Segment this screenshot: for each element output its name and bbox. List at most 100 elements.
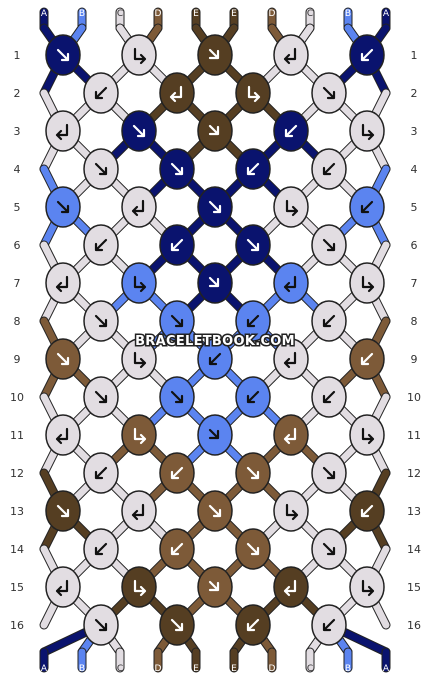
knot: [235, 72, 271, 114]
knot: [273, 566, 309, 608]
strand-label-top: D: [269, 9, 276, 19]
row-label-right: 7: [411, 277, 418, 290]
knot-arrow-icon: [322, 238, 336, 252]
knot-arrow-icon: [322, 466, 336, 480]
strand-label-bottom: A: [383, 664, 390, 674]
row-label-right: 6: [411, 239, 418, 252]
row-label-right: 10: [407, 391, 421, 404]
knot-arrow-icon: [55, 579, 69, 597]
knot: [197, 110, 233, 152]
knot: [159, 528, 195, 570]
knot-arrow-icon: [246, 162, 260, 176]
knot-ellipse: [349, 566, 385, 608]
row-label-left: 9: [14, 353, 21, 366]
knot-arrow-icon: [360, 352, 374, 366]
knot-arrow-icon: [132, 124, 146, 138]
knot: [159, 224, 195, 266]
strand-label-top: E: [193, 9, 199, 19]
strand-label-bottom: B: [79, 664, 85, 674]
knot-arrow-icon: [94, 162, 108, 176]
knot-arrow-icon: [246, 390, 260, 404]
knot-arrow-icon: [361, 275, 375, 293]
row-label-right: 4: [411, 163, 418, 176]
knot-ellipse: [273, 490, 309, 532]
knot-arrow-icon: [283, 47, 297, 65]
row-label-right: 13: [407, 505, 421, 518]
knot: [311, 72, 347, 114]
watermark-text: BRACELETBOOK.COM: [135, 334, 295, 349]
row-label-left: 4: [14, 163, 21, 176]
knot-ellipse: [273, 262, 309, 304]
row-label-left: 12: [10, 467, 24, 480]
knot-ellipse: [121, 490, 157, 532]
strand-label-bottom: A: [41, 664, 48, 674]
knot: [311, 452, 347, 494]
knot-ellipse: [121, 262, 157, 304]
row-label-left: 15: [10, 581, 24, 594]
strand-label-bottom: D: [155, 664, 162, 674]
knot-arrow-icon: [170, 618, 184, 632]
knot: [83, 72, 119, 114]
knot: [159, 300, 195, 342]
knot: [121, 414, 157, 456]
knot: [349, 34, 385, 76]
knot: [45, 262, 81, 304]
knot-ellipse: [349, 414, 385, 456]
knot-arrow-icon: [246, 238, 260, 252]
knot-arrow-icon: [94, 466, 108, 480]
knot: [273, 490, 309, 532]
knot-arrow-icon: [169, 85, 183, 103]
knot: [159, 452, 195, 494]
knot: [235, 376, 271, 418]
knot-arrow-icon: [322, 86, 336, 100]
strand-label-top: C: [307, 9, 313, 19]
row-label-right: 14: [407, 543, 421, 556]
row-label-right: 9: [411, 353, 418, 366]
row-label-right: 12: [407, 467, 421, 480]
knot-arrow-icon: [360, 200, 374, 214]
knot: [121, 34, 157, 76]
knot-arrow-icon: [133, 275, 147, 293]
knot: [197, 34, 233, 76]
knot: [121, 262, 157, 304]
knot: [311, 224, 347, 266]
knot: [349, 414, 385, 456]
knot-arrow-icon: [133, 579, 147, 597]
knot-arrow-icon: [94, 542, 108, 556]
strand-label-bottom: E: [231, 664, 237, 674]
knot-arrow-icon: [208, 124, 220, 136]
knot: [83, 528, 119, 570]
knot-arrow-icon: [360, 504, 374, 518]
row-label-left: 14: [10, 543, 24, 556]
knot-arrow-icon: [361, 579, 375, 597]
knot: [273, 34, 309, 76]
knot: [121, 566, 157, 608]
knot-arrow-icon: [208, 504, 222, 518]
knot: [235, 224, 271, 266]
knot: [121, 490, 157, 532]
knot-arrow-icon: [131, 199, 145, 217]
knot-ellipse: [273, 34, 309, 76]
knot: [349, 186, 385, 228]
knot-arrow-icon: [133, 351, 147, 369]
strand-label-bottom: E: [193, 664, 199, 674]
row-label-right: 8: [411, 315, 418, 328]
row-label-left: 6: [14, 239, 21, 252]
knot: [235, 300, 271, 342]
knot: [311, 604, 347, 646]
knot: [83, 300, 119, 342]
knot: [349, 110, 385, 152]
row-label-right: 16: [407, 619, 421, 632]
strand-label-top: C: [117, 9, 123, 19]
strand-label-bottom: C: [117, 664, 123, 674]
knot: [235, 528, 271, 570]
knot-ellipse: [121, 186, 157, 228]
knot-arrow-icon: [94, 618, 108, 632]
knot-arrow-icon: [247, 85, 261, 103]
knot: [311, 376, 347, 418]
knot-ellipse: [273, 566, 309, 608]
knot: [45, 414, 81, 456]
knot-arrow-icon: [170, 162, 184, 176]
knot: [235, 452, 271, 494]
